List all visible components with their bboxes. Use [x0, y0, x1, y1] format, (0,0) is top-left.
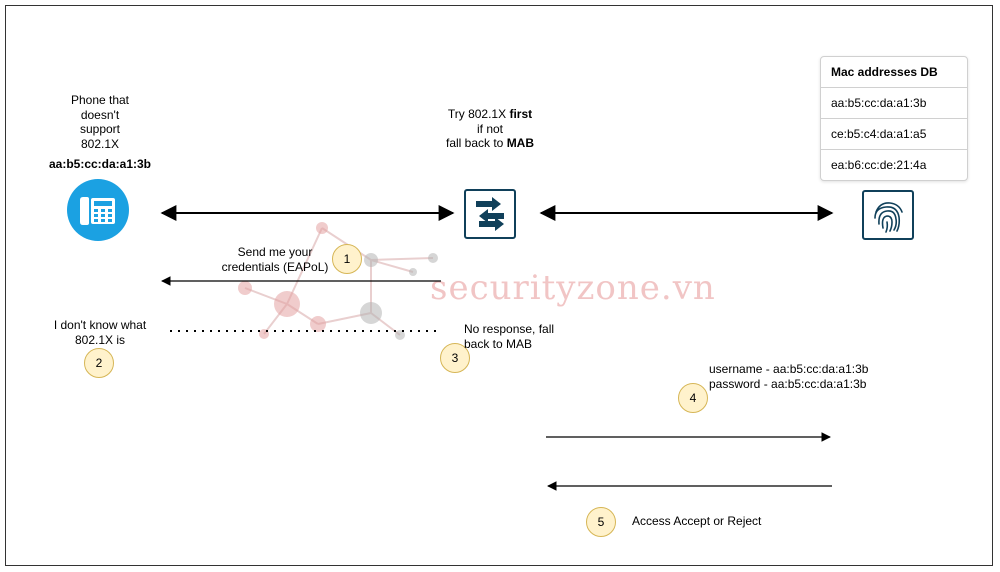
step-text-line: credentials (EAPoL) [221, 259, 329, 274]
phone-label-line: support [79, 122, 121, 136]
step-1-badge: 1 [332, 244, 362, 274]
phone-mac: aa:b5:cc:da:a1:3b [48, 157, 152, 171]
step-text-line: back to MAB [464, 336, 533, 351]
switch-label: Try 802.1X first if not fall back to MAB [420, 107, 560, 151]
step-1-text: Send me your credentials (EAPoL) [205, 245, 345, 274]
switch-arrows-icon [464, 189, 516, 239]
step-2-badge: 2 [84, 348, 114, 378]
switch-label-emphasis: first [509, 107, 533, 121]
switch-label-text: Try 802.1X [447, 107, 510, 121]
phone-label: Phone that doesn't support 802.1X [40, 93, 160, 151]
step-2-text: I don't know what 802.1X is [40, 318, 160, 347]
phone-label-line: doesn't [80, 107, 120, 122]
step-text-line: 802.1X is [74, 332, 126, 347]
step-4-badge: 4 [678, 383, 708, 413]
step-3-text: No response, fall back to MAB [464, 322, 574, 351]
step-3-badge: 3 [440, 343, 470, 373]
step-5-badge: 5 [586, 507, 616, 537]
phone-label-line: 802.1X [80, 136, 120, 151]
watermark-text: securityzone.vn [430, 268, 716, 308]
mac-db-entry: aa:b5:cc:da:a1:3b [821, 88, 967, 119]
phone-label-line: Phone that [70, 93, 130, 107]
mac-db-entry: ea:b6:cc:de:21:4a [831, 158, 927, 172]
mac-db-title: Mac addresses DB [821, 57, 967, 88]
mac-address-db: Mac addresses DB aa:b5:cc:da:a1:3b ce:b5… [820, 56, 968, 181]
step-text-line: No response, fall [464, 322, 555, 336]
step-text-line: Send me your [237, 245, 313, 259]
step-text-line: I don't know what [53, 318, 147, 332]
step-5-text: Access Accept or Reject [632, 514, 762, 528]
step-4-text: username - aa:b5:cc:da:a1:3b password - … [709, 362, 899, 391]
phone-fax-icon [67, 179, 129, 241]
switch-label-text: fall back to [445, 136, 507, 150]
switch-label-text: if not [476, 121, 503, 136]
fingerprint-icon [862, 190, 914, 240]
step-text-line: username - aa:b5:cc:da:a1:3b [709, 362, 869, 376]
switch-label-emphasis: MAB [506, 136, 535, 150]
mac-db-entry: ce:b5:c4:da:a1:a5 [821, 119, 967, 150]
step-text-line: password - aa:b5:cc:da:a1:3b [709, 376, 867, 391]
